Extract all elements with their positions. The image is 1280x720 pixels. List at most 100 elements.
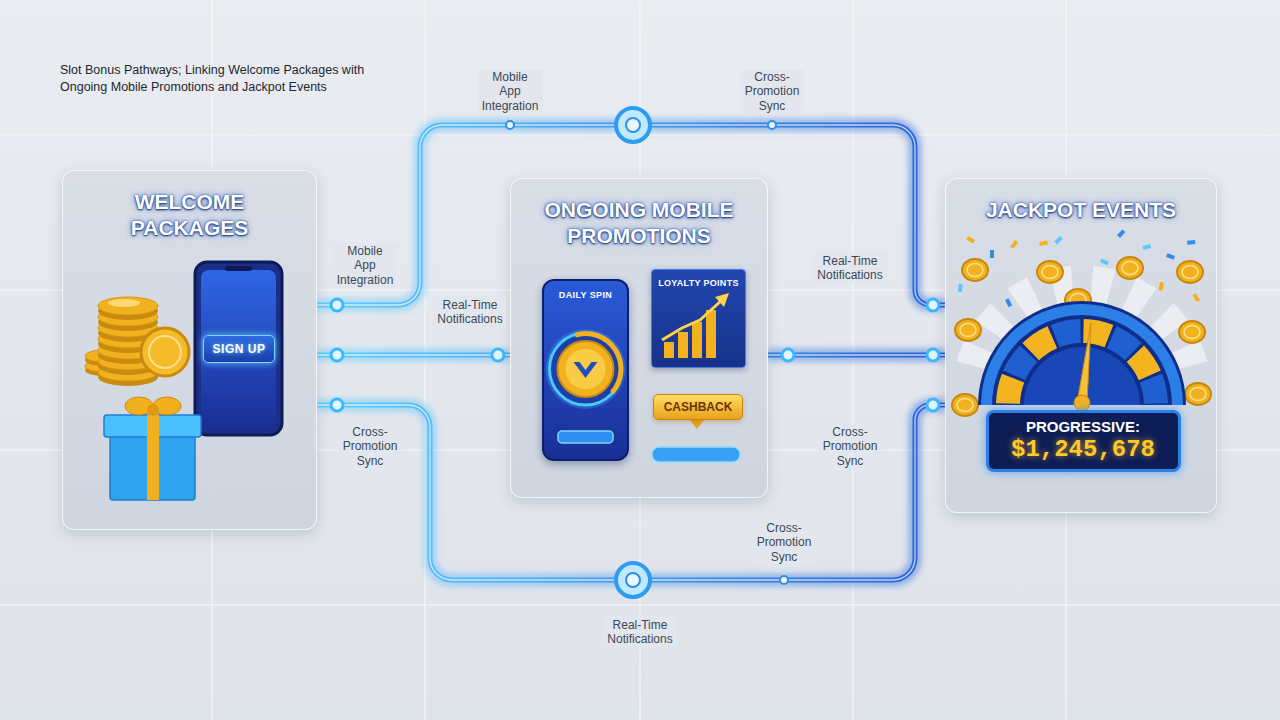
small-dot: [780, 576, 788, 584]
panel-heading: JACKPOT EVENTS: [956, 179, 1206, 223]
signup-button: SIGN UP: [203, 335, 276, 363]
jackpot-coin: [1185, 383, 1211, 405]
label-holder: Real-Time Notifications: [433, 297, 506, 328]
connector-dot: [927, 299, 939, 311]
chart-bar: [664, 342, 674, 358]
confetti: [1192, 293, 1200, 302]
connector-highlight: [317, 354, 510, 355]
jackpot-coin: [962, 259, 988, 281]
chart-bar: [692, 322, 702, 358]
coin-rim: [1042, 266, 1058, 279]
gauge-segment: [1022, 326, 1057, 360]
coin: [98, 297, 158, 315]
grid-line: [0, 604, 1280, 606]
big-coin: [141, 328, 189, 376]
coin-rim: [1184, 326, 1200, 339]
chart-bar: [706, 310, 716, 358]
spin-button-bar: [558, 431, 613, 443]
gauge-ring: [981, 304, 1183, 405]
gauge-hub: [1074, 395, 1090, 411]
connector-dot: [331, 399, 343, 411]
label-holder: Cross-Promotion Sync: [741, 69, 804, 114]
label-holder: Real-Time Notifications: [603, 617, 676, 648]
gauge-needle: [1077, 323, 1091, 403]
confetti: [1166, 253, 1175, 260]
path-label: Real-Time Notifications: [813, 253, 886, 284]
label-holder: Cross-Promotion Sync: [753, 520, 816, 565]
gauge-segment: [996, 374, 1024, 404]
coin-rim: [1122, 262, 1138, 275]
coin-rim: [960, 324, 976, 337]
connector-label: Mobile App Integration: [333, 243, 398, 288]
gift-ribbon: [147, 415, 159, 500]
connector-label: Real-Time Notifications: [433, 297, 506, 328]
node-label: CASHBACK: [664, 400, 733, 414]
phone-notch: [225, 266, 252, 271]
confetti: [990, 250, 994, 258]
connector-dot: [927, 399, 939, 411]
coin-rim: [1182, 266, 1198, 279]
gift-knot: [147, 404, 159, 416]
hub-ring: [616, 108, 650, 142]
connector-line: [317, 353, 510, 358]
node-label: LOYALTY POINTS: [652, 278, 745, 288]
jackpot-display: PROGRESSIVE:$1,245,678: [986, 410, 1181, 472]
small-dot: [506, 121, 514, 129]
panel-heading: WELCOME PACKAGES: [90, 171, 290, 241]
label-holder: Cross-Promotion Sync: [819, 424, 882, 469]
node-label: PROGRESSIVE:: [1001, 418, 1166, 436]
jackpot-coin: [955, 319, 981, 341]
confetti: [1159, 282, 1164, 291]
wheel-center: [566, 349, 606, 389]
path-label: Cross-Promotion Sync: [753, 520, 816, 565]
connector-dot: [331, 299, 343, 311]
label-holder: Real-Time Notifications: [813, 253, 886, 284]
connector-glow: [768, 349, 945, 362]
confetti: [1010, 240, 1018, 249]
cashback-badge: CASHBACK: [653, 394, 744, 420]
diagram-title: Slot Bonus Pathways; Linking Welcome Pac…: [60, 62, 405, 96]
connector-glow: [317, 349, 510, 362]
promo-bar: [652, 447, 740, 462]
connector-dot: [492, 349, 504, 361]
path-label: Cross-Promotion Sync: [819, 424, 882, 469]
phone-screen: DAILY SPIN: [542, 279, 629, 461]
wheel-pointer: [574, 362, 598, 378]
confetti: [1117, 229, 1125, 238]
path-label: Cross-Promotion Sync: [741, 69, 804, 114]
connector-decor: [506, 108, 788, 597]
confetti: [1100, 258, 1109, 265]
connector-dot: [927, 349, 939, 361]
node-label: $1,245,678: [1001, 436, 1166, 464]
connector-label: Real-Time Notifications: [603, 617, 676, 648]
phone-screen-glass: [201, 270, 276, 427]
big-coin-rim: [149, 336, 181, 368]
jackpot-gauge: [978, 301, 1186, 411]
spin-wheel: [546, 329, 626, 409]
node-label: SIGN UP: [213, 342, 266, 356]
phone-body: [195, 262, 282, 435]
jackpot-coin: [1179, 321, 1205, 343]
jackpot-coin: [1177, 261, 1203, 283]
confetti: [1054, 236, 1063, 244]
coin-shine: [108, 299, 140, 307]
wheel-face: [558, 341, 614, 397]
wheel-glow: [546, 329, 626, 409]
path-label: Cross-Promotion Sync: [339, 424, 402, 469]
confetti: [1005, 298, 1012, 307]
chart-bar: [678, 332, 688, 358]
gauge-segment: [1127, 345, 1161, 380]
hub-core: [626, 118, 640, 132]
coin-rim: [957, 399, 973, 412]
hub-core: [626, 573, 640, 587]
coin-rim: [967, 264, 983, 277]
flow-connector: [768, 349, 945, 361]
trend-line: [662, 300, 722, 340]
label-holder: Mobile App Integration: [478, 69, 543, 114]
node-label: DAILY SPIN: [544, 290, 627, 300]
jackpot-coin: [1117, 257, 1143, 279]
gauge-back: [978, 301, 1186, 405]
panel-heading: ONGOING MOBILE PROMOTIONS: [521, 179, 757, 249]
